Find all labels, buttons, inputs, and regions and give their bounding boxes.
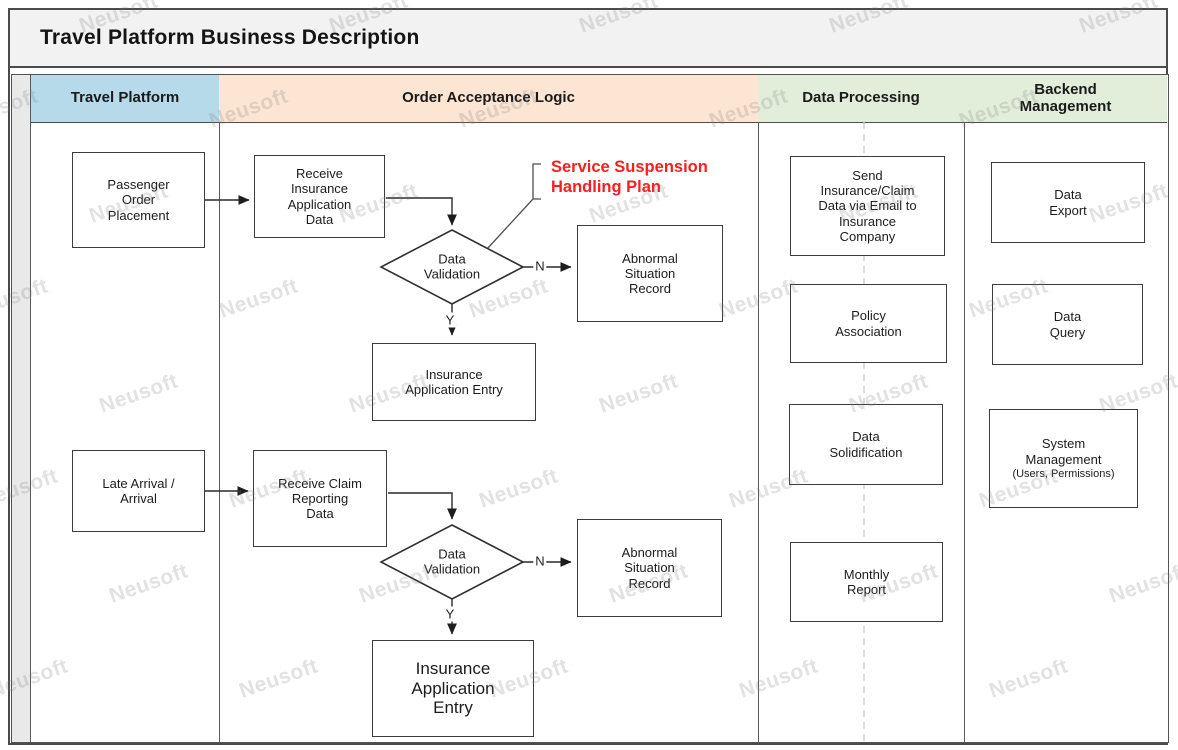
left-phase-strip [12,75,31,742]
node-data-solidification: Data Solidification [789,404,943,485]
swimlane-table: Travel Platform Order Acceptance Logic D… [11,74,1169,743]
system-management-label: System Management [1025,436,1102,467]
annotation-service-suspension: Service Suspension Handling Plan [551,158,708,196]
node-abnormal-situation-record-1: Abnormal Situation Record [577,225,723,322]
edge-label-n-1: N [533,258,547,274]
node-data-query: Data Query [992,284,1143,365]
node-monthly-report: Monthly Report [790,542,943,622]
node-abnormal-situation-record-2: Abnormal Situation Record [577,519,722,617]
node-late-arrival: Late Arrival / Arrival [72,450,205,532]
decision-diamond-1 [379,229,525,305]
lane-header-travel-platform: Travel Platform [31,75,219,123]
page-title: Travel Platform Business Description [40,26,420,49]
node-send-insurance-claim-email: Send Insurance/Claim Data via Email to I… [790,156,945,256]
edge-receive-to-validation-1 [386,197,457,226]
decision-diamond-2 [379,524,525,600]
node-policy-association: Policy Association [790,284,947,363]
title-band: Travel Platform Business Description [8,8,1168,68]
lane-header-backend-management: Backend Management [964,75,1167,123]
node-receive-insurance-application-data: Receive Insurance Application Data [254,155,385,238]
node-insurance-application-entry-1: Insurance Application Entry [372,343,536,421]
edge-label-n-2: N [533,553,547,569]
node-system-management: System Management (Users, Permissions) [989,409,1138,508]
edge-label-y-1: Y [443,312,457,328]
lane-divider-3 [964,75,965,742]
node-passenger-order-placement: Passenger Order Placement [72,152,205,248]
lane-header-data-processing: Data Processing [758,75,964,123]
edge-label-y-2: Y [443,606,457,622]
node-receive-claim-reporting-data: Receive Claim Reporting Data [253,450,387,547]
system-management-sublabel: (Users, Permissions) [1012,467,1115,480]
lane-divider-2 [758,75,759,742]
node-data-export: Data Export [991,162,1145,243]
lane-header-order-acceptance-logic: Order Acceptance Logic [219,75,758,123]
annotation-callout-line [486,163,541,250]
decision-label-data-validation-2: Data Validation [423,546,481,577]
edge-receive-to-validation-2 [388,492,457,520]
decision-label-data-validation-1: Data Validation [423,251,481,282]
node-insurance-application-entry-2: Insurance Application Entry [372,640,534,737]
lane-divider-1 [219,75,220,742]
